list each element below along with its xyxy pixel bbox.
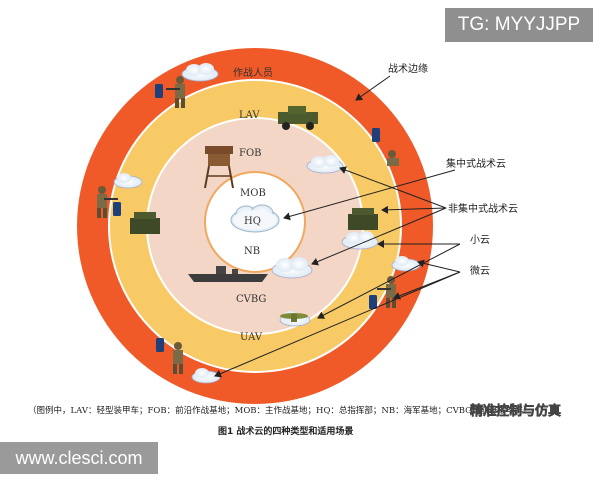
phone-icon: [113, 202, 121, 216]
watermark-top: TG: MYYJJPP: [445, 8, 593, 42]
cloud-top: [181, 63, 219, 82]
cloud-left-operator: [113, 173, 143, 189]
phone-icon: [369, 295, 377, 309]
caption-title: 图1 战术云的四种类型和适用场景: [218, 427, 354, 437]
centralized-arrow: [283, 169, 456, 221]
annotation-small: 小云: [470, 234, 490, 246]
label-operators: 作战人员: [233, 67, 273, 79]
label-fob: FOB: [239, 148, 262, 159]
ship-icon: [188, 266, 268, 282]
phone-icon: [156, 338, 164, 352]
label-lav: LAV: [239, 110, 260, 121]
label-cvbg: CVBG: [236, 294, 266, 305]
armored-vehicle-icon: [348, 208, 378, 230]
decentralized-arrow-3: [311, 207, 447, 266]
hq-cloud: [230, 204, 280, 233]
cloud-right-small: [341, 231, 379, 250]
crouching-soldier-icon: [387, 150, 399, 166]
cloud-nb: [271, 257, 313, 279]
drone-icon: [280, 313, 308, 322]
phone-icon: [155, 84, 163, 98]
annotation-decentralized: 非集中式战术云: [448, 202, 518, 215]
annotation-edge: 战术边缘: [388, 62, 428, 75]
cloud-bottom: [191, 368, 221, 384]
micro-arrow-3: [214, 271, 461, 378]
soldier-icon: [166, 76, 185, 108]
brand-watermark: 精准控制与仿真: [470, 404, 562, 420]
annotation-centralized: 集中式战术云: [446, 157, 506, 170]
watchtower-icon: [204, 146, 234, 189]
decentralized-arrow-2: [381, 205, 447, 214]
soldier-icon: [97, 186, 118, 218]
edge-arrow: [355, 75, 391, 101]
label-uav: UAV: [240, 332, 263, 343]
micro-arrow-1: [417, 259, 461, 273]
annotation-micro: 微云: [470, 264, 490, 277]
label-mob: MOB: [240, 188, 266, 199]
watermark-bottom: www.clesci.com: [0, 442, 158, 474]
label-hq: HQ: [244, 216, 261, 227]
small-arrow-2: [317, 243, 461, 319]
decentralized-arrow-1: [339, 166, 447, 209]
phone-icon: [372, 128, 380, 142]
label-nb: NB: [244, 246, 260, 257]
armored-vehicle-icon: [130, 212, 160, 234]
armored-vehicle-icon: [278, 106, 318, 130]
cloud-fob: [306, 155, 344, 174]
caption-legend: （图例中，LAV：轻型装甲车；FOB：前沿作战基地；MOB：主作战基地；HQ：总…: [28, 406, 532, 416]
soldier-icon: [173, 342, 183, 374]
